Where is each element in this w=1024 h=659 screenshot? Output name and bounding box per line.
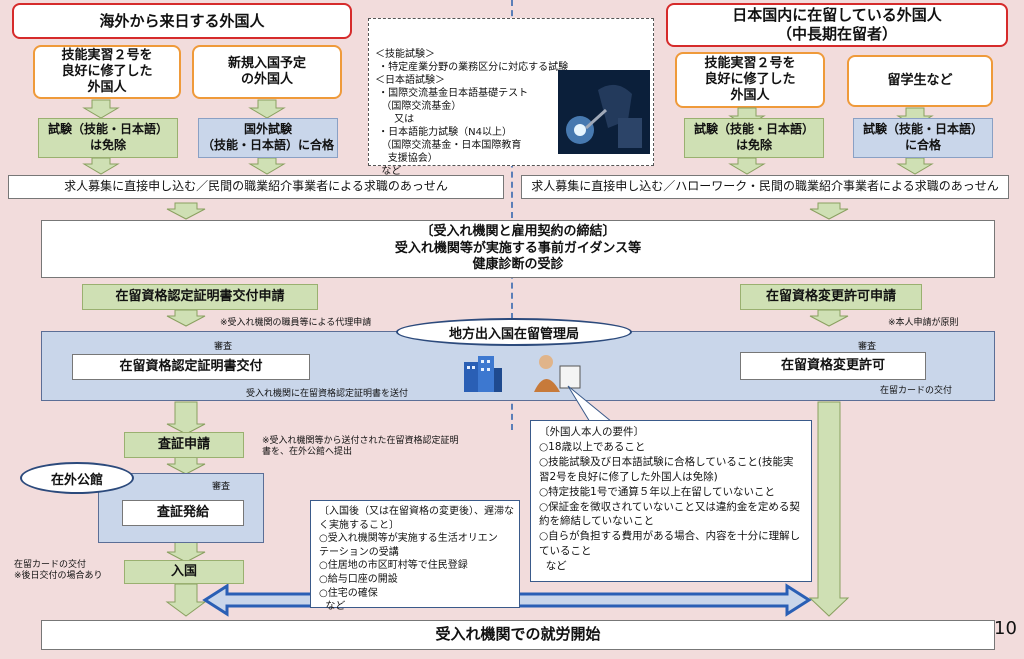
right-application-note: ※本人申請が原則: [888, 318, 959, 328]
left-application: 在留資格認定証明書交付申請: [82, 284, 318, 310]
visa-application-note: ※受入れ機関等から送付された在留資格認定証明 書を、在外公館へ提出: [262, 436, 459, 458]
residence-card-note-right: 在留カードの交付: [880, 386, 953, 396]
left-header-text: 海外から来日する外国人: [99, 11, 265, 30]
center-divider: [511, 0, 513, 430]
right-student-box: 留学生など: [847, 55, 993, 107]
contract-box: 〔受入れ機関と雇用契約の締結〕 受入れ機関等が実施する事前ガイダンス等 健康診断…: [41, 220, 995, 278]
left-application-note: ※受入れ機関の職員等による代理申請: [220, 318, 372, 328]
contract-title: 〔受入れ機関と雇用契約の締結〕: [420, 223, 616, 239]
after-entry-callout: 〔入国後（又は在留資格の変更後）、遅滞な く実施すること〕 ○受入れ機関等が実施…: [310, 500, 520, 612]
bureau-label: 地方出入国在留管理局: [396, 318, 632, 346]
contract-guidance: 受入れ機関等が実施する事前ガイダンス等: [394, 240, 642, 256]
left-header: 海外から来日する外国人: [12, 3, 352, 39]
left-certificate-issue: 在留資格認定証明書交付: [72, 354, 310, 380]
welder-illustration: [558, 70, 650, 154]
page-number: 10: [994, 618, 1017, 639]
work-start-box: 受入れ機関での就労開始: [41, 620, 995, 650]
review-right-label: 審査: [858, 342, 877, 352]
review-left-label: 審査: [214, 342, 233, 352]
visa-issue: 査証発給: [122, 500, 244, 526]
callout-pointer: [567, 385, 614, 423]
visa-application: 査証申請: [124, 432, 244, 458]
right-header: 日本国内に在留している外国人 （中長期在留者）: [666, 3, 1008, 47]
right-application: 在留資格変更許可申請: [740, 284, 922, 310]
right-tech-intern-box: 技能実習２号を 良好に修了した 外国人: [675, 52, 825, 108]
building-icon: [464, 356, 502, 392]
review-embassy-label: 審査: [212, 482, 231, 492]
contract-health-check: 健康診断の受診: [472, 257, 564, 273]
right-exam-pass: 試験（技能・日本語） に合格: [853, 118, 993, 158]
right-header-line2: （中長期在留者）: [776, 25, 897, 43]
right-header-line1: 日本国内に在留している外国人: [732, 6, 942, 25]
left-recruit-bar: 求人募集に直接申し込む／民間の職業紹介事業者による求職のあっせん: [8, 175, 504, 199]
right-change-permit: 在留資格変更許可: [740, 352, 926, 380]
residence-card-note-left: 在留カードの交付 ※後日交付の場合あり: [14, 560, 103, 582]
embassy-label: 在外公館: [20, 462, 134, 494]
left-new-entry-box: 新規入国予定 の外国人: [192, 45, 342, 99]
requirements-callout: 〔外国人本人の要件〕 ○18歳以上であること ○技能試験及び日本語試験に合格して…: [530, 420, 812, 582]
left-exam-exempt: 試験（技能・日本語） は免除: [38, 118, 178, 158]
right-recruit-bar: 求人募集に直接申し込む／ハローワーク・民間の職業紹介事業者による求職のあっせん: [521, 175, 1009, 199]
entry-box: 入国: [124, 560, 244, 584]
left-tech-intern-box: 技能実習２号を 良好に修了した 外国人: [33, 45, 181, 99]
right-exam-exempt: 試験（技能・日本語） は免除: [684, 118, 824, 158]
left-exam-overseas: 国外試験 （技能・日本語）に合格: [198, 118, 338, 158]
certificate-send-note: 受入れ機関に在留資格認定証明書を送付: [246, 389, 409, 399]
exam-info-text: ＜技能試験＞ ・特定産業分野の業務区分に対応する試験 ＜日本語試験＞ ・国際交流…: [375, 49, 569, 177]
